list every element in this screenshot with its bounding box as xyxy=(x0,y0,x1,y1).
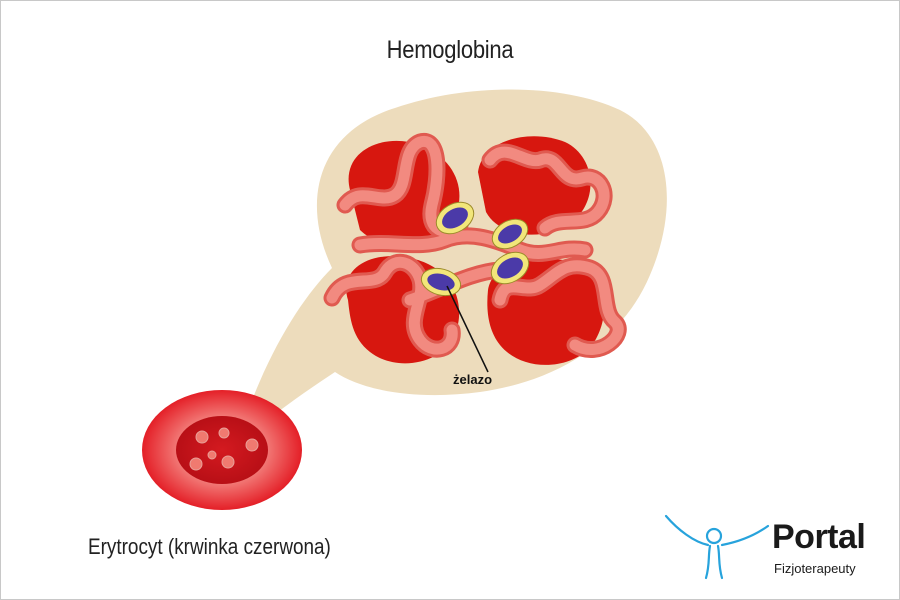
erythrocyte xyxy=(142,390,302,510)
heme-groups xyxy=(420,201,530,297)
person-figure-icon xyxy=(664,514,770,580)
protein-chains xyxy=(323,133,627,358)
diagram-title: Hemoglobina xyxy=(386,36,514,64)
iron-pointer-line xyxy=(446,285,489,373)
logo-word: Portal xyxy=(772,518,866,556)
portal-logo[interactable]: Portal Fizjoterapeuty xyxy=(660,512,890,582)
heme-group-3 xyxy=(490,251,530,285)
iron-label: żelazo xyxy=(453,372,493,387)
erythrocyte-caption: Erytrocyt (krwinka czerwona) xyxy=(88,534,331,559)
logo-subtitle: Fizjoterapeuty xyxy=(774,561,856,576)
heme-group-2 xyxy=(491,218,529,250)
heme-group-1 xyxy=(435,201,475,235)
hemoglobin-molecules-in-cell xyxy=(189,427,259,471)
